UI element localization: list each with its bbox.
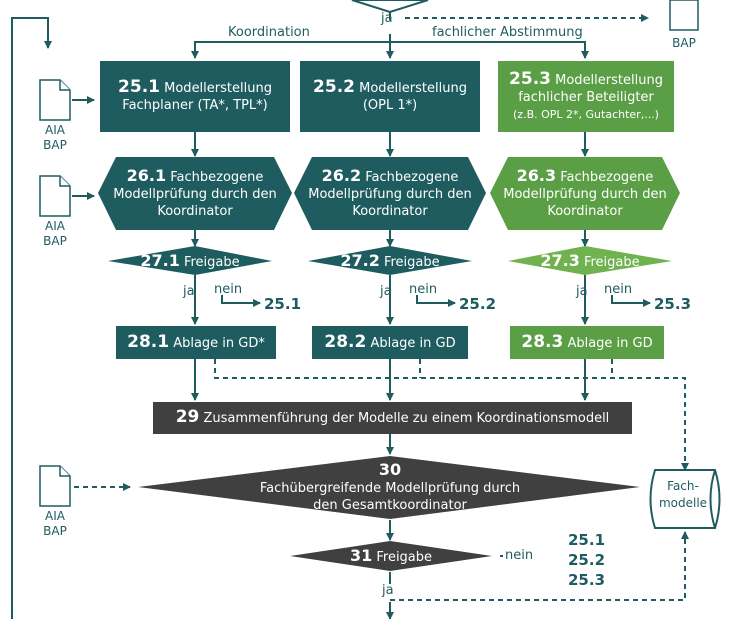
step-29[interactable]: 29 Zusammenführung der Modelle zu einem …	[153, 402, 632, 434]
step-25-2[interactable]: 25.2 Modellerstellung (OPL 1*)	[300, 61, 480, 132]
label-nein-31: nein	[503, 548, 536, 563]
loop-ref-31-a: 25.1	[568, 531, 606, 549]
doc-label-bap-top: BAP	[672, 36, 696, 50]
fachmodelle-label: Fach- modelle	[658, 479, 708, 510]
step-28-2[interactable]: 28.2 Ablage in GD	[312, 326, 468, 359]
loop-ref-27-2: 25.2	[459, 295, 497, 313]
diamond-30	[138, 456, 640, 519]
hexagon-26-2	[294, 157, 486, 230]
step-28-3[interactable]: 28.3 Ablage in GD	[510, 326, 664, 359]
label-ja-27-1: ja	[183, 284, 195, 299]
step-27-1-text[interactable]: 27.1 Freigabe	[140, 250, 240, 270]
hexagon-26-3	[490, 157, 680, 230]
loop-ref-31-c: 25.3	[568, 571, 606, 589]
step-27-2-text[interactable]: 27.2 Freigabe	[340, 250, 440, 270]
step-25-1[interactable]: 25.1 Modellerstellung Fachplaner (TA*, T…	[100, 61, 290, 132]
label-ja-27-3: ja	[576, 284, 588, 299]
diamond-27-3	[508, 246, 672, 275]
label-nein-27-2: nein	[409, 282, 438, 297]
label-nein-27-3: nein	[604, 282, 633, 297]
step-26-2-text[interactable]: 26.2 Fachbezogene Modellprüfung durch de…	[308, 166, 472, 219]
label-nein-27-1: nein	[214, 282, 243, 297]
loop-ref-27-3: 25.3	[654, 295, 692, 313]
step-26-1-text[interactable]: 26.1 Fachbezogene Modellprüfung durch de…	[113, 166, 277, 219]
loop-ref-31-b: 25.2	[568, 551, 606, 569]
diamond-27-2	[308, 246, 472, 275]
step-25-3[interactable]: 25.3 Modellerstellung fachlicher Beteili…	[498, 61, 674, 132]
label-ja-27-2: ja	[380, 284, 392, 299]
step-28-1[interactable]: 28.1 Ablage in GD*	[116, 326, 276, 359]
label-fachliche-abstimmung: fachlicher Abstimmung	[432, 25, 583, 40]
fachmodelle-cylinder	[649, 469, 721, 529]
diamond-27-1	[108, 246, 272, 275]
step-27-3-text[interactable]: 27.3 Freigabe	[540, 250, 640, 270]
loop-ref-27-1: 25.1	[264, 295, 302, 313]
label-ja-31: ja	[382, 583, 394, 598]
diamond-31	[290, 541, 492, 571]
step-30-text[interactable]: 30 Fachübergreifende Modellprüfung durch…	[259, 459, 521, 513]
step-26-3-text[interactable]: 26.3 Fachbezogene Modellprüfung durch de…	[503, 166, 667, 219]
step-31-text[interactable]: 31 Freigabe	[349, 545, 433, 565]
label-ja-top: ja	[381, 11, 393, 26]
hexagon-26-1	[98, 157, 292, 230]
label-koordination: Koordination	[228, 25, 310, 40]
document-icon-bap-top	[669, 0, 699, 31]
